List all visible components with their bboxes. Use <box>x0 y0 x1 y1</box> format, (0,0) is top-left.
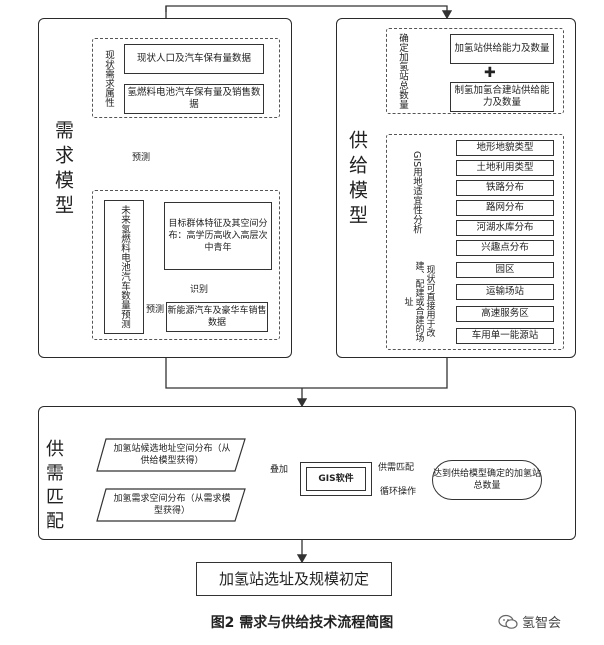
status-item-fcv: 氢燃料电池汽车保有量及销售数据 <box>124 84 264 114</box>
site-item-transport: 运输场站 <box>456 284 554 300</box>
input1-text: 加氢站候选地址空间分布（从供给模型获得） <box>113 444 231 466</box>
gis-item-terrain: 地形地貌类型 <box>456 140 554 156</box>
final-box: 加氢站选址及规模初定 <box>196 562 392 596</box>
target-group-box: 目标群体特征及其空间分布：高学历高收入高层次中青年 <box>164 202 272 270</box>
watermark-text: 氢智会 <box>522 616 562 631</box>
input2-text: 加氢需求空间分布（从需求模型获得） <box>113 494 231 516</box>
gis-item-railway: 铁路分布 <box>456 180 554 196</box>
total-group <box>386 28 564 114</box>
identify-label: 识别 <box>190 285 209 295</box>
watermark: 氢智会 <box>498 612 561 631</box>
gis-item-water: 河湖水库分布 <box>456 220 554 236</box>
figure-caption: 图2 需求与供给技术流程简图 <box>210 615 394 631</box>
input1-shape <box>96 438 246 472</box>
site-item-service-area: 高速服务区 <box>456 306 554 322</box>
site-item-energy-station: 车用单一能源站 <box>456 328 554 344</box>
loop-label: 循环操作 <box>380 487 417 497</box>
capacity-box: 加氢站供给能力及数量 <box>450 34 554 64</box>
top-connector <box>165 5 453 20</box>
result-box: 达到供给模型确定的加氢站总数量 <box>432 460 542 500</box>
status-group <box>92 38 280 118</box>
supply-title: 供给模型 <box>346 130 368 230</box>
total-label: 确定加氢站总数量 <box>397 33 408 109</box>
sales-box: 新能源汽车及豪华车销售数据 <box>166 302 268 332</box>
match-label: 供需匹配 <box>378 463 415 473</box>
status-item-population: 现状人口及汽车保有量数据 <box>124 44 264 74</box>
wechat-icon <box>498 614 518 629</box>
predict-label: 预测 <box>132 153 151 163</box>
status-label: 现状需求属性 <box>103 49 114 107</box>
gis-item-road: 路网分布 <box>456 200 554 216</box>
input2-shape <box>96 488 246 522</box>
gis-item-landuse: 土地利用类型 <box>456 160 554 176</box>
site-item-park: 园区 <box>456 262 554 278</box>
gis-software-outer <box>300 462 372 496</box>
gis-group <box>386 134 564 350</box>
forecast-box: 未来氢燃料电池汽车数量预测 <box>104 200 144 334</box>
production-box: 制氢加氢合建站供给能力及数量 <box>450 82 554 112</box>
predict-label-2: 预测 <box>146 305 165 315</box>
site-label: 现状可直接用于改建、配建或合建的场址 <box>402 260 435 342</box>
matching-title: 供需匹配 <box>46 439 68 532</box>
overlay-label: 叠加 <box>270 465 289 475</box>
merge-connector <box>165 358 448 389</box>
demand-title: 需求模型 <box>52 120 74 220</box>
gis-software-box: GIS软件 <box>306 467 366 491</box>
forecast-group <box>92 190 280 340</box>
gis-item-poi: 兴趣点分布 <box>456 240 554 256</box>
plus-icon: ✚ <box>484 65 496 81</box>
gis-label: GIS用地适宜性分析 <box>411 150 422 234</box>
demand-panel <box>38 18 292 358</box>
